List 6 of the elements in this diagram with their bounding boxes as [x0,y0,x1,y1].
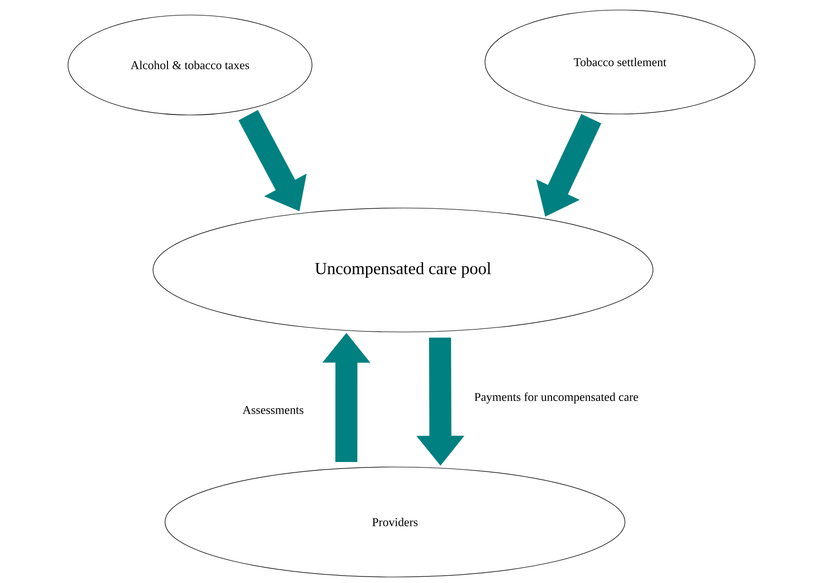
ellipse-node: Providers [164,466,626,578]
ellipse-node: Uncompensated care pool [152,208,654,332]
edge-label: Payments for uncompensated care [474,392,638,404]
edge-label: Assessments [242,406,304,414]
ellipse-node: Tobacco settlement [484,10,756,114]
ellipse-node: Alcohol & tobacco taxes [68,14,312,116]
